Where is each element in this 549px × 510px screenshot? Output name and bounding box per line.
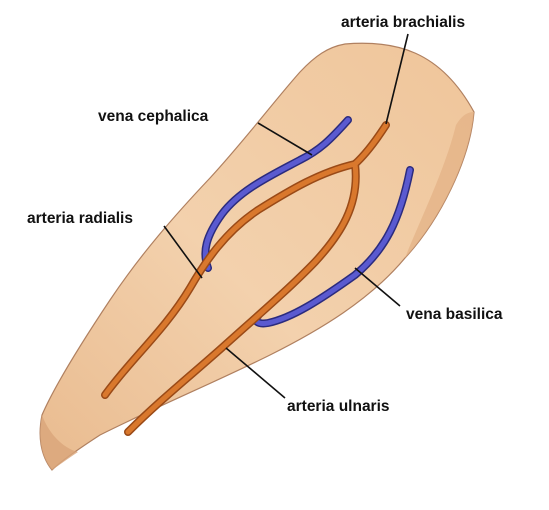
label-arteria-radialis: arteria radialis bbox=[27, 210, 133, 227]
label-vena-basilica: vena basilica bbox=[406, 306, 503, 323]
label-arteria-ulnaris: arteria ulnaris bbox=[287, 398, 390, 415]
label-arteria-brachialis: arteria brachialis bbox=[341, 14, 465, 31]
label-vena-cephalica: vena cephalica bbox=[98, 108, 209, 125]
